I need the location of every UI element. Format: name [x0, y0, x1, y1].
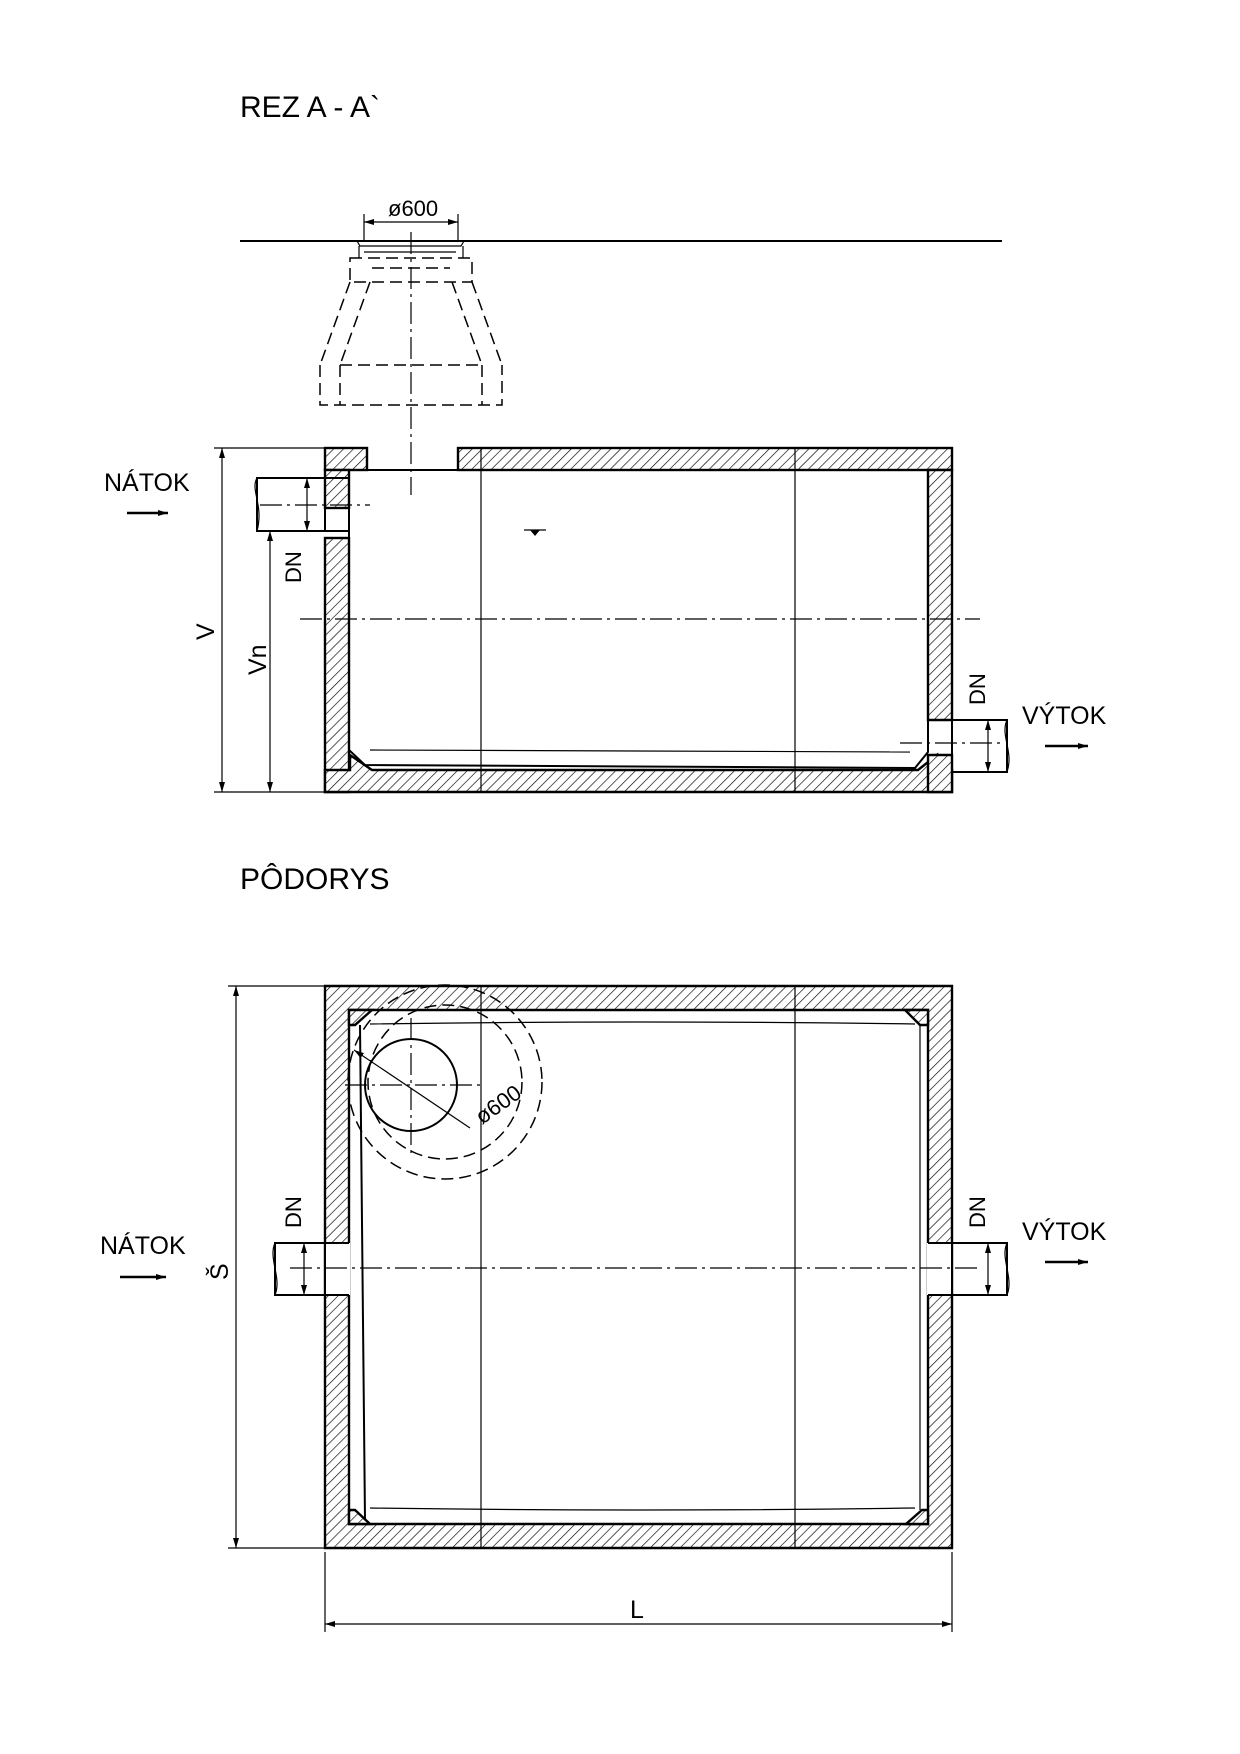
- section-outlet-label: VÝTOK: [1022, 701, 1107, 730]
- length-dimension: L: [324, 1552, 953, 1632]
- tank-plan: [290, 984, 980, 1550]
- outlet-pipe-plan: DN: [928, 1196, 1010, 1296]
- manhole-plan: ø600: [345, 984, 543, 1180]
- width-label: Š: [205, 1263, 234, 1280]
- outlet-flow: VÝTOK: [1022, 701, 1107, 749]
- manhole-diameter-dimension: ø600: [363, 196, 459, 241]
- plan-title: PÔDORYS: [240, 862, 390, 896]
- tank-section: [300, 446, 980, 794]
- section-view: REZ A - A` ø600: [104, 91, 1107, 794]
- plan-inlet-dn-label: DN: [281, 1196, 306, 1228]
- plan-inlet-flow: NÁTOK: [100, 1231, 186, 1280]
- height-dimensions: V Vn: [192, 447, 325, 793]
- plan-outlet-label: VÝTOK: [1022, 1217, 1107, 1246]
- plan-outlet-flow: VÝTOK: [1022, 1217, 1107, 1265]
- outlet-pipe-section: DN: [900, 673, 1010, 773]
- plan-view: PÔDORYS: [100, 862, 1107, 1632]
- inlet-pipe-plan: DN: [272, 1196, 349, 1296]
- length-label: L: [630, 1596, 644, 1624]
- inlet-flow: NÁTOK: [104, 468, 190, 516]
- inlet-dn-label: DN: [281, 551, 306, 583]
- plan-manhole-diameter-label: ø600: [471, 1080, 526, 1129]
- total-height-label: V: [192, 623, 220, 640]
- section-inlet-label: NÁTOK: [104, 468, 190, 497]
- manhole-cone: [319, 232, 503, 495]
- width-dimension: Š: [205, 985, 325, 1549]
- plan-outlet-dn-label: DN: [965, 1196, 990, 1228]
- inlet-pipe-section: DN: [254, 477, 370, 583]
- water-height-label: Vn: [244, 644, 272, 675]
- outlet-dn-label: DN: [965, 673, 990, 705]
- section-title: REZ A - A`: [240, 91, 380, 124]
- manhole-diameter-label: ø600: [388, 196, 438, 221]
- plan-inlet-label: NÁTOK: [100, 1231, 186, 1260]
